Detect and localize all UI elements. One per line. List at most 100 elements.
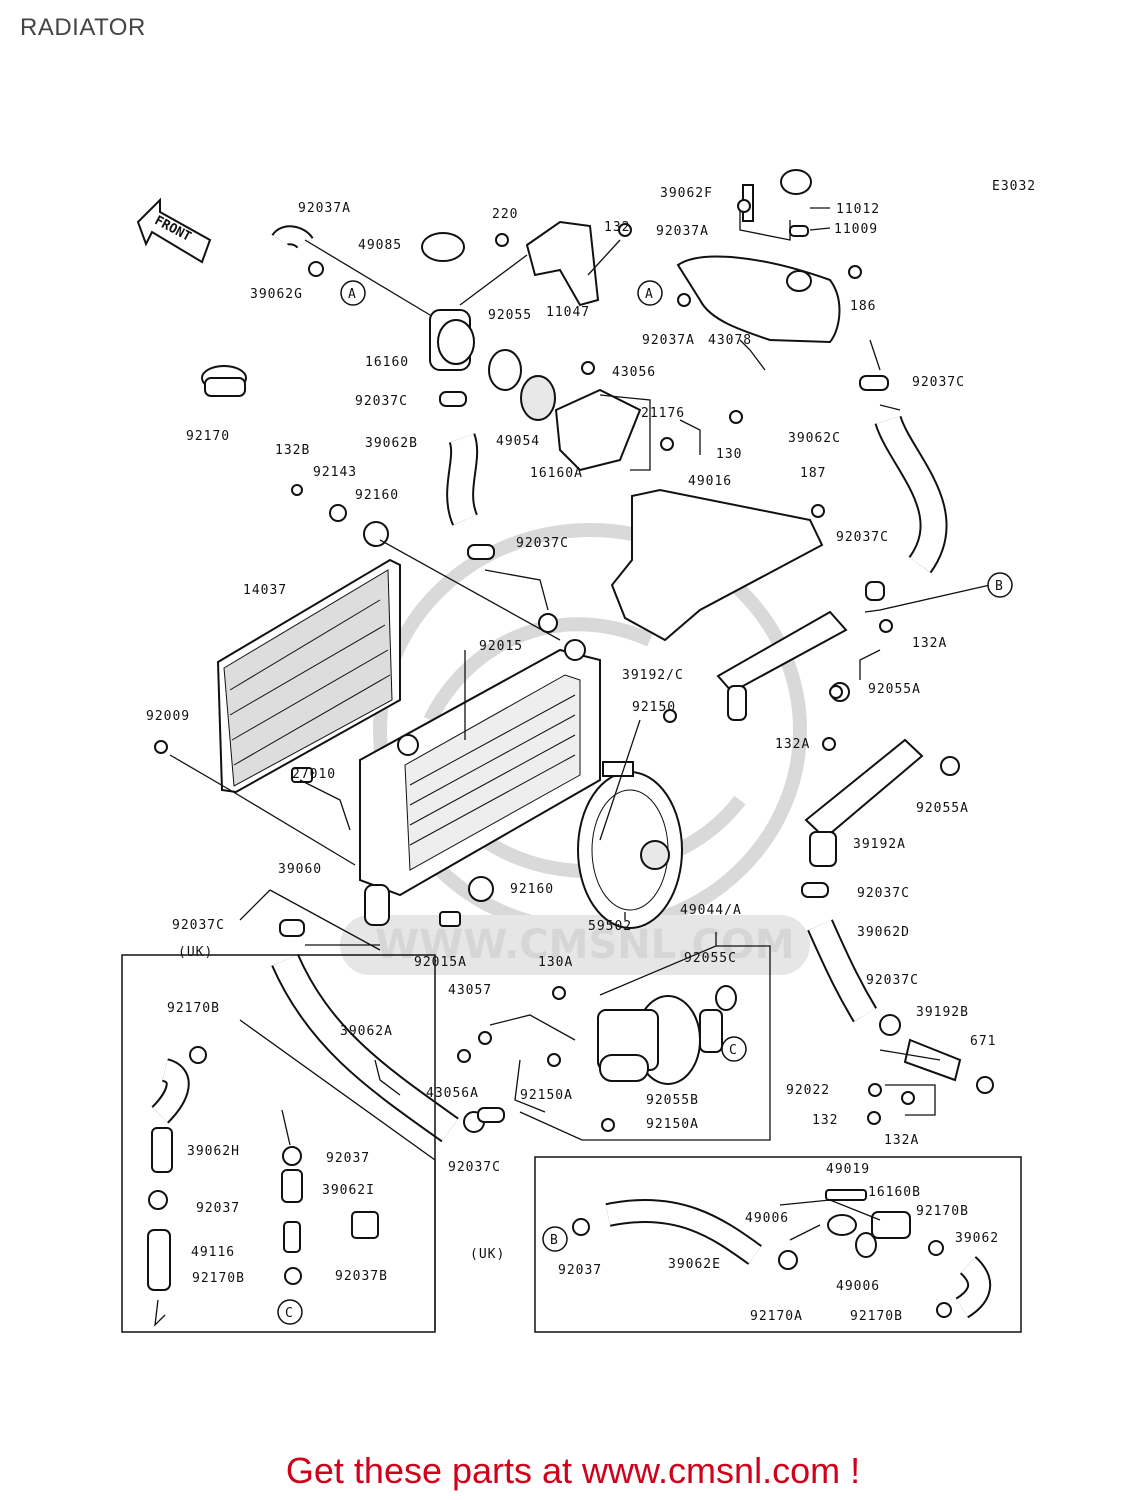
part-label: 92150A [646, 1117, 699, 1132]
part-label: 43078 [708, 333, 752, 348]
part-label: 92170B [850, 1309, 903, 1324]
part-label: 92037A [298, 201, 351, 216]
part-label: 130A [538, 955, 573, 970]
part-label: 92037B [335, 1269, 388, 1284]
uk-group-label: (UK) [178, 945, 213, 960]
ref-b-circle [987, 572, 1013, 598]
cooling-fan [577, 761, 683, 929]
part-label: 92022 [786, 1083, 830, 1098]
uk-variant-box-left [121, 954, 436, 1333]
part-label: 92037C [912, 375, 965, 390]
part-label: 186 [850, 299, 876, 314]
part-label: 92170 [186, 429, 230, 444]
ref-b-circle [542, 1226, 568, 1252]
part-label: 43056A [426, 1086, 479, 1101]
part-label: 49085 [358, 238, 402, 253]
part-label: 39062D [857, 925, 910, 940]
part-label: 132B [275, 443, 310, 458]
part-label: 92055A [868, 682, 921, 697]
ref-c-circle [277, 1299, 303, 1325]
part-label: 39062G [250, 287, 303, 302]
part-label: 39062A [340, 1024, 393, 1039]
ref-b-label: B [550, 1233, 559, 1248]
ref-c-label: C [729, 1043, 738, 1058]
part-label: 130 [716, 447, 742, 462]
part-label: 132A [884, 1133, 919, 1148]
page-title: RADIATOR [20, 14, 146, 41]
small-parts [147, 199, 994, 1318]
part-label: 16160A [530, 466, 583, 481]
part-label: 92037C [857, 886, 910, 901]
part-label: 92015 [479, 639, 523, 654]
part-label: 49016 [688, 474, 732, 489]
part-label: 39062B [365, 436, 418, 451]
part-label: 14037 [243, 583, 287, 598]
part-number-labels: 92037A 220 132 39062F 11012 92037A 11009… [146, 186, 998, 1324]
reference-markers: A A B B C C [277, 280, 1013, 1325]
part-label: 92037C [836, 530, 889, 545]
part-label: 49006 [745, 1211, 789, 1226]
part-label: 27010 [292, 767, 336, 782]
part-label: 92170A [750, 1309, 803, 1324]
part-label: 92037C [172, 918, 225, 933]
ref-a-label: A [348, 287, 357, 302]
part-label: 39192/C [622, 668, 684, 683]
part-label: 39062H [187, 1144, 240, 1159]
water-pipes [716, 610, 962, 1082]
part-label: 92143 [313, 465, 357, 480]
water-pump [597, 985, 737, 1085]
thermostat-housing [421, 232, 642, 472]
watermark-logo: WWW.CMSNL.COM [340, 523, 810, 975]
part-label: 21176 [641, 406, 685, 421]
fan-shroud [610, 488, 824, 642]
part-label: 92037A [656, 224, 709, 239]
part-label: 92150A [520, 1088, 573, 1103]
footer-link[interactable]: Get these parts at www.cmsnl.com ! [285, 1450, 861, 1491]
part-label: 39192B [916, 1005, 969, 1020]
part-label: 92037 [558, 1263, 602, 1278]
hoses [151, 225, 992, 1319]
part-label: 49006 [836, 1279, 880, 1294]
part-label: 92160 [355, 488, 399, 503]
part-label: 39060 [278, 862, 322, 877]
part-label: 92037C [516, 536, 569, 551]
part-label: 39062F [660, 186, 713, 201]
radiator-screen [216, 558, 401, 794]
part-label: 92055C [684, 951, 737, 966]
bracket [525, 220, 600, 307]
part-label: 132A [912, 636, 947, 651]
part-label: 92037C [355, 394, 408, 409]
uk-variant-box-right [534, 1156, 1022, 1333]
part-label: 43057 [448, 983, 492, 998]
part-label: 11009 [834, 222, 878, 237]
part-label: 49054 [496, 434, 540, 449]
part-label: 92009 [146, 709, 190, 724]
part-label: 671 [970, 1034, 996, 1049]
part-label: 92160 [510, 882, 554, 897]
ref-b-label: B [995, 579, 1004, 594]
part-label: 49019 [826, 1162, 870, 1177]
part-label: 92055B [646, 1093, 699, 1108]
ref-c-circle [721, 1036, 747, 1062]
part-label: 59502 [588, 919, 632, 934]
part-label: 39192A [853, 837, 906, 852]
part-label: 11012 [836, 202, 880, 217]
part-label: 39062C [788, 431, 841, 446]
part-label: 92170B [916, 1204, 969, 1219]
part-label: 11047 [546, 305, 590, 320]
part-label: 49116 [191, 1245, 235, 1260]
uk-group-label: (UK) [470, 1247, 505, 1262]
part-label: 16160B [868, 1185, 921, 1200]
watermark-text: WWW.CMSNL.COM [375, 922, 795, 968]
part-label: 43056 [612, 365, 656, 380]
part-label: 92037C [448, 1160, 501, 1175]
part-label: 92170B [192, 1271, 245, 1286]
part-label: 132 [812, 1113, 838, 1128]
ref-a-circle [340, 280, 366, 306]
ref-a-label: A [645, 287, 654, 302]
part-label: 49044/A [680, 903, 742, 918]
ref-a-circle [637, 280, 663, 306]
part-label: 92150 [632, 700, 676, 715]
part-label: 92015A [414, 955, 467, 970]
